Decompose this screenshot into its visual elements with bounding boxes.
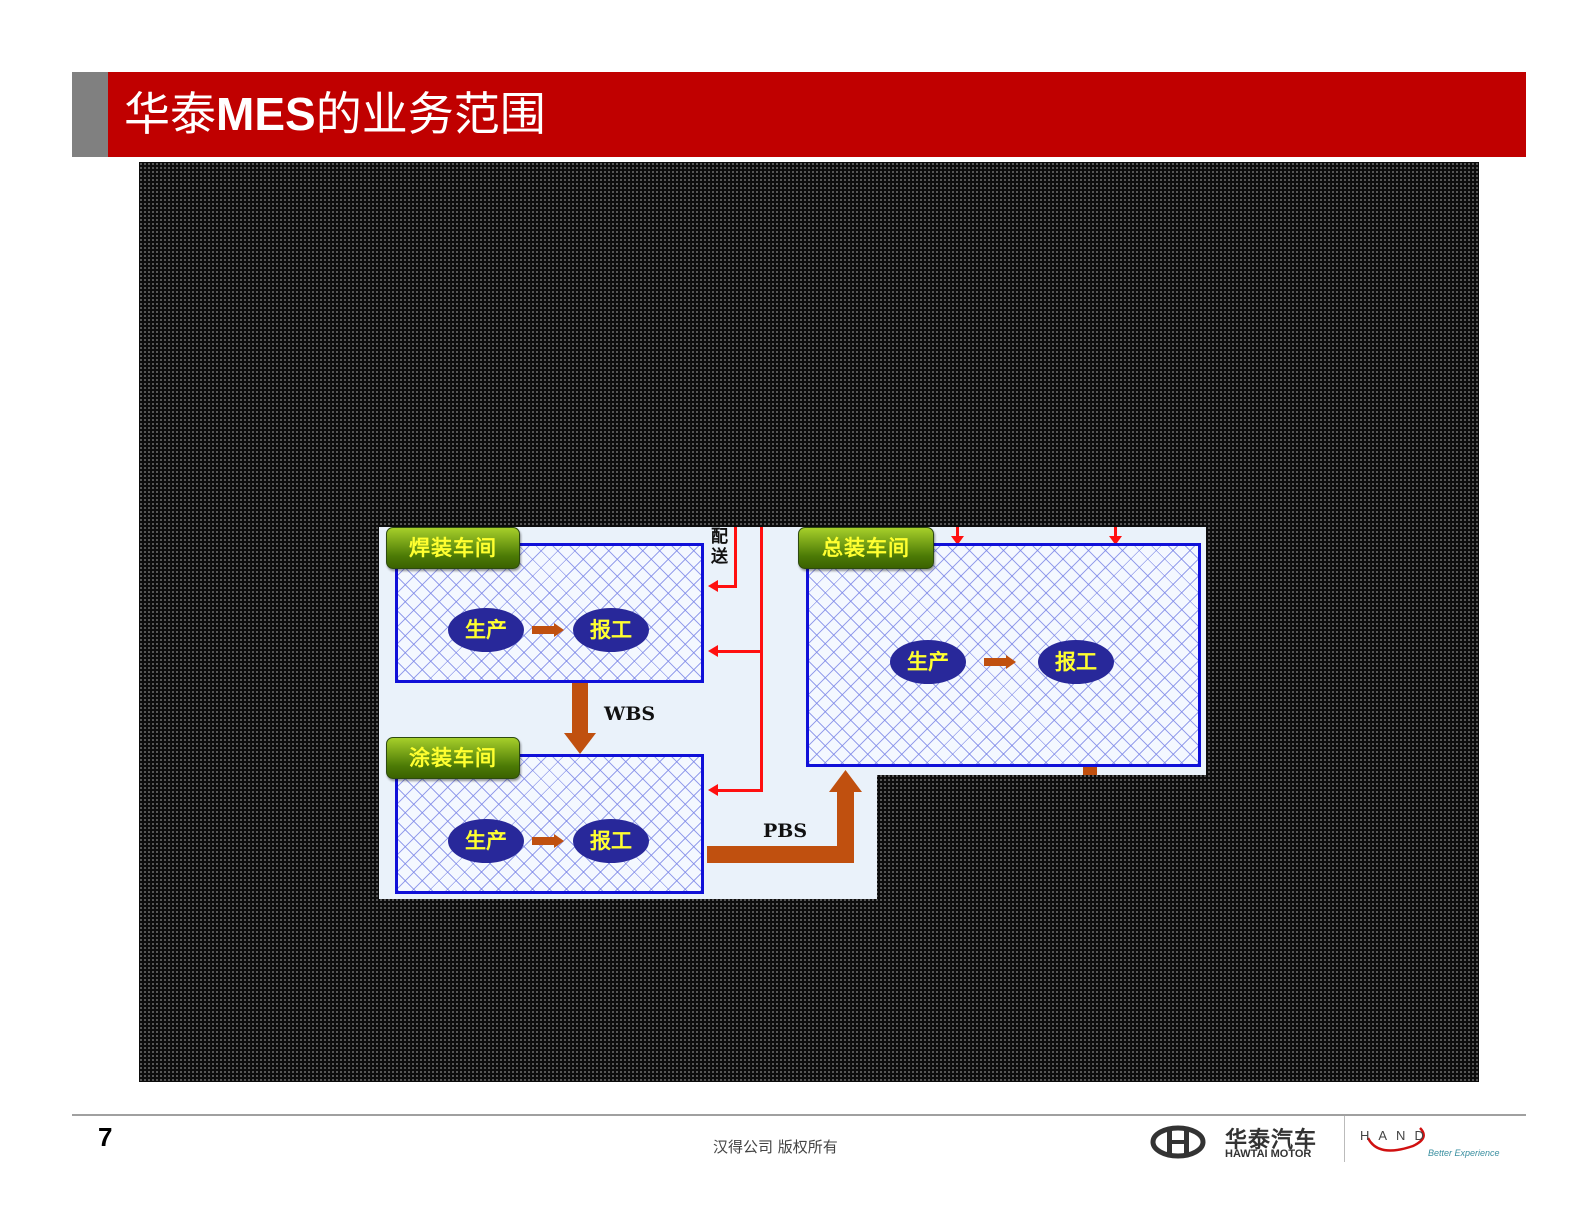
title-bar: 华泰MES的业务范围 — [72, 72, 1526, 157]
pbs-label: PBS — [763, 820, 808, 842]
assembly-step-arrow-icon — [984, 655, 1016, 669]
welding-report-oval: 报工 — [573, 608, 649, 652]
painting-step-arrow-icon — [532, 834, 564, 848]
delivery-label: 配送 — [711, 527, 728, 567]
welding-shop-tag: 焊装车间 — [386, 527, 520, 569]
wbs-label: WBS — [604, 703, 656, 725]
delivery-line-1-h — [714, 585, 737, 588]
delivery-line-1 — [734, 527, 737, 588]
hand-swoosh-icon — [1366, 1127, 1425, 1152]
page-title: 华泰MES的业务范围 — [124, 87, 546, 141]
hawtai-logo-en: HAWTAI MOTOR — [1225, 1148, 1312, 1160]
logo-separator — [1344, 1116, 1345, 1162]
signal-line-2-h2 — [714, 789, 763, 792]
welding-production-oval: 生产 — [448, 608, 524, 652]
welding-step-arrow-icon — [532, 623, 564, 637]
hand-logo: HAND — [1360, 1128, 1433, 1143]
assembly-shop-tag: 总装车间 — [798, 527, 934, 569]
footer-divider — [72, 1114, 1526, 1116]
assembly-shop-box — [806, 543, 1201, 767]
painting-shop-box — [395, 754, 704, 894]
page-number: 7 — [98, 1122, 113, 1152]
assembly-report-oval: 报工 — [1038, 640, 1114, 684]
painting-report-oval: 报工 — [573, 819, 649, 863]
hawtai-logo-icon — [1150, 1125, 1206, 1159]
painting-production-oval: 生产 — [448, 819, 524, 863]
hawtai-logo-cn: 华泰汽车 — [1225, 1128, 1318, 1153]
title-accent — [72, 72, 108, 157]
signal-line-2 — [760, 527, 763, 792]
assembly-production-oval: 生产 — [890, 640, 966, 684]
copyright-text: 汉得公司 版权所有 — [713, 1138, 838, 1156]
signal-line-2-h1 — [714, 650, 763, 653]
hand-tagline: Better Experience — [1428, 1148, 1500, 1158]
painting-shop-tag: 涂装车间 — [386, 737, 520, 779]
